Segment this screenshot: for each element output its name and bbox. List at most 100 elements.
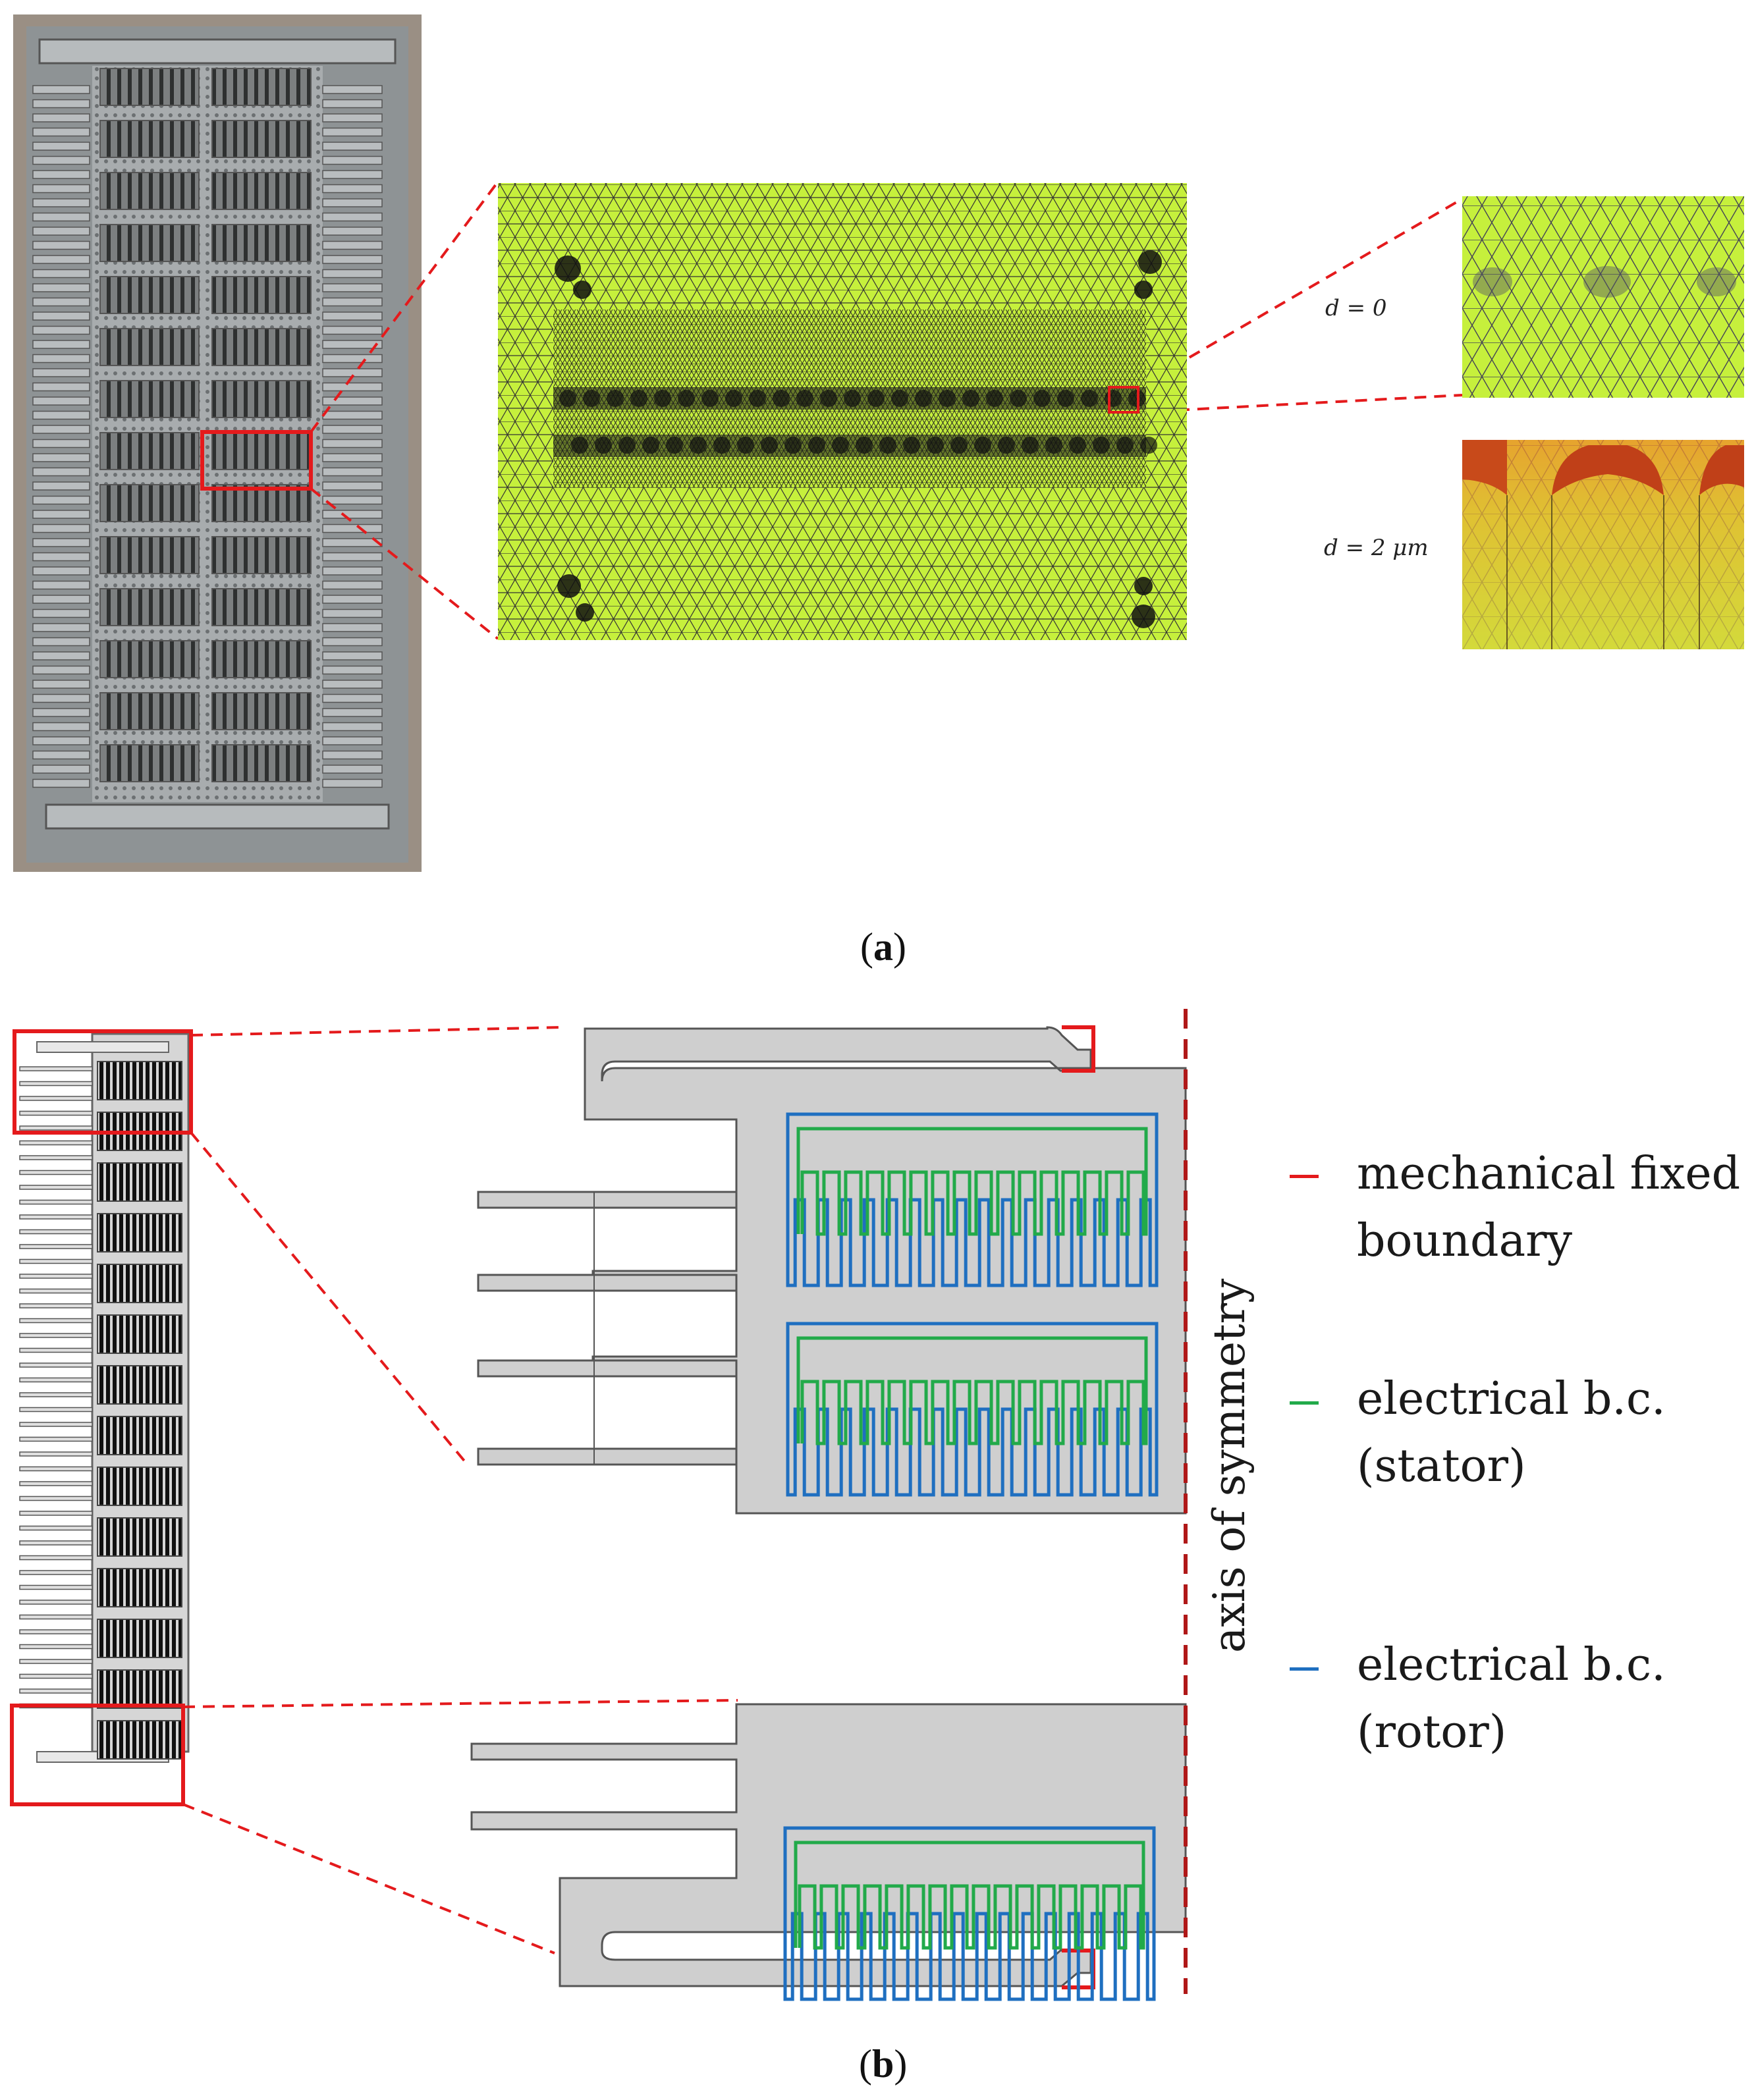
chip-comb-right bbox=[211, 380, 312, 418]
chip-finger bbox=[32, 510, 90, 519]
chip-finger bbox=[32, 722, 90, 732]
overview-finger bbox=[19, 1570, 93, 1575]
chip-finger bbox=[32, 467, 90, 477]
chip-finger bbox=[32, 382, 90, 392]
chip-finger bbox=[32, 311, 90, 321]
chip-comb-right bbox=[211, 276, 312, 314]
chip-finger bbox=[32, 566, 90, 576]
chip-comb-left bbox=[99, 640, 200, 678]
mesh-refinement bbox=[950, 437, 968, 454]
mesh-refinement bbox=[939, 390, 956, 407]
chip-comb-right bbox=[211, 120, 312, 158]
overview-finger bbox=[19, 1688, 93, 1694]
overview-comb bbox=[97, 1669, 182, 1709]
mesh-refinement bbox=[773, 390, 790, 407]
chip-finger bbox=[322, 467, 383, 477]
mesh-refinement bbox=[559, 390, 576, 407]
overview-finger bbox=[19, 1347, 93, 1353]
chip-finger bbox=[322, 665, 383, 675]
chip-finger bbox=[322, 495, 383, 505]
chip-finger bbox=[322, 552, 383, 562]
chip-finger bbox=[322, 750, 383, 760]
overview-finger bbox=[19, 1377, 93, 1383]
mesh-refinement bbox=[879, 437, 896, 454]
overview-finger bbox=[19, 1614, 93, 1620]
overview-finger bbox=[19, 1673, 93, 1679]
legend-swatch-rotor bbox=[1290, 1667, 1319, 1671]
mesh-refinement bbox=[784, 437, 802, 454]
chip-comb-left bbox=[99, 588, 200, 626]
overview-finger bbox=[19, 1066, 93, 1071]
chip-finger bbox=[322, 184, 383, 194]
chip-comb-left bbox=[99, 68, 200, 106]
chip-finger bbox=[322, 608, 383, 618]
overview-highlight-top bbox=[13, 1029, 193, 1135]
chip-finger bbox=[32, 410, 90, 420]
chip-comb-right bbox=[211, 432, 312, 470]
overview-finger bbox=[19, 1466, 93, 1472]
chip-comb-left bbox=[99, 484, 200, 522]
legend-swatch-mechanical bbox=[1290, 1175, 1319, 1178]
chip-finger bbox=[32, 580, 90, 590]
chip-comb-right bbox=[211, 588, 312, 626]
overview-finger bbox=[19, 1140, 93, 1146]
overview-finger bbox=[19, 1258, 93, 1264]
overview-finger bbox=[19, 1214, 93, 1220]
chip-comb-right bbox=[211, 692, 312, 730]
overview-highlight-bottom bbox=[10, 1704, 185, 1806]
chip-finger bbox=[32, 127, 90, 137]
mesh-zoom-undeformed bbox=[1462, 196, 1744, 398]
mesh-refinement bbox=[844, 390, 861, 407]
chip-finger bbox=[32, 297, 90, 307]
mesh-zoom-deformed bbox=[1462, 440, 1744, 649]
mesh-refinement bbox=[690, 437, 707, 454]
mesh-refinement bbox=[1116, 437, 1134, 454]
overview-finger bbox=[19, 1288, 93, 1294]
chip-comb-left bbox=[99, 120, 200, 158]
chip-finger bbox=[32, 283, 90, 292]
overview-comb bbox=[97, 1467, 182, 1506]
overview-finger bbox=[19, 1511, 93, 1516]
chip-finger bbox=[322, 170, 383, 179]
mesh-refinement bbox=[998, 437, 1015, 454]
chip-finger bbox=[322, 765, 383, 774]
chip-finger bbox=[32, 481, 90, 491]
mesh-refinement bbox=[808, 437, 825, 454]
chip-finger bbox=[322, 354, 383, 363]
chip-finger bbox=[322, 155, 383, 165]
mesh-refinement bbox=[642, 437, 659, 454]
chip-finger bbox=[322, 580, 383, 590]
mesh-refinement bbox=[1022, 437, 1039, 454]
legend-mechanical-line1: mechanical fixed bbox=[1357, 1148, 1741, 1200]
chip-finger bbox=[322, 396, 383, 406]
mesh-refinement bbox=[1093, 437, 1110, 454]
chip-comb-right bbox=[211, 536, 312, 574]
overview-structure bbox=[19, 1033, 190, 1763]
overview-comb bbox=[97, 1314, 182, 1354]
chip-finger bbox=[322, 453, 383, 462]
mesh-refinement bbox=[595, 437, 612, 454]
mesh-highlight-box bbox=[1108, 386, 1139, 414]
chip-finger bbox=[32, 637, 90, 647]
overview-finger bbox=[19, 1096, 93, 1101]
chip-finger bbox=[32, 453, 90, 462]
overview-comb bbox=[97, 1720, 182, 1760]
chip-finger bbox=[322, 382, 383, 392]
mesh-refinement bbox=[962, 390, 979, 407]
legend-mechanical-line2: boundary bbox=[1357, 1215, 1573, 1267]
overview-finger bbox=[19, 1333, 93, 1338]
overview-finger bbox=[19, 1644, 93, 1650]
chip-finger bbox=[32, 693, 90, 703]
chip-finger bbox=[32, 368, 90, 377]
overview-finger bbox=[19, 1495, 93, 1501]
chip-finger bbox=[322, 240, 383, 250]
overview-finger bbox=[19, 1185, 93, 1190]
mesh-refinement bbox=[1010, 390, 1027, 407]
mesh-refinement bbox=[761, 437, 778, 454]
chip-finger bbox=[32, 665, 90, 675]
overview-finger bbox=[19, 1659, 93, 1664]
chip-finger bbox=[32, 269, 90, 279]
stator-boundary bbox=[794, 1841, 1145, 1950]
chip-finger bbox=[32, 623, 90, 632]
chip-comb-left bbox=[99, 536, 200, 574]
